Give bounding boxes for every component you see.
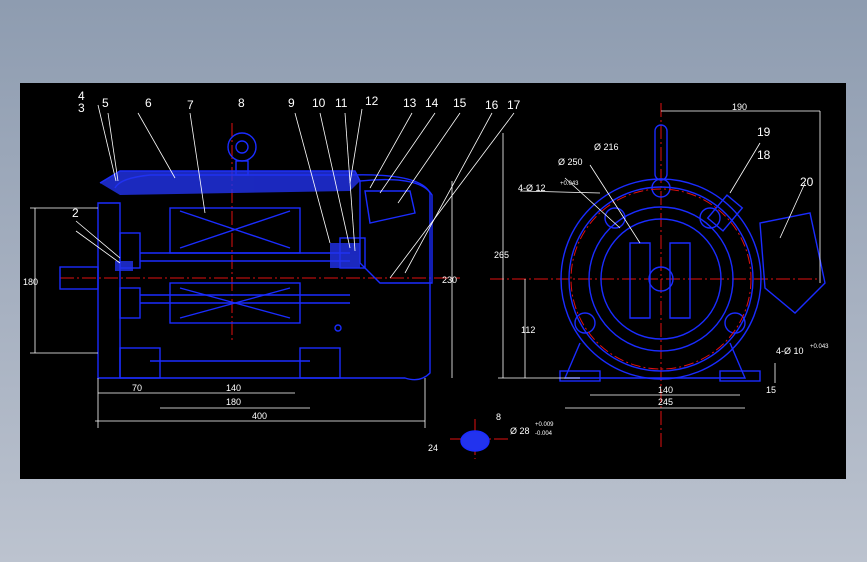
label-8: 8: [238, 96, 245, 110]
callout-d216: Ø 216: [594, 142, 619, 152]
label-7: 7: [187, 98, 194, 112]
dim-112: 112: [521, 325, 535, 335]
dim-140b: 140: [658, 385, 673, 395]
cad-drawing-area: 4 3 5 6 7 8 9 10 11 12 13 14 15 16 17 19…: [20, 83, 846, 479]
label-9: 9: [288, 96, 295, 110]
label-11: 11: [335, 96, 348, 110]
callout-holes-tol: +0.043: [560, 181, 579, 187]
end-view: [559, 124, 826, 382]
dim-70: 70: [132, 383, 142, 393]
callout-holes: 4-Ø 12: [518, 183, 546, 193]
dim-190: 190: [732, 102, 747, 112]
label-12: 12: [365, 94, 379, 108]
section-dia: Ø 28: [510, 426, 530, 436]
dimension-text: 180 70 140 180 400 230 265 112 190 140 2…: [23, 102, 829, 453]
dim-180: 180: [226, 397, 241, 407]
label-2: 2: [72, 206, 79, 220]
section-tol-up: +0.009: [535, 422, 554, 428]
label-14: 14: [425, 96, 439, 110]
bolt-circle: [570, 188, 752, 370]
label-4: 4: [78, 89, 85, 103]
motor-assembly-drawing: 4 3 5 6 7 8 9 10 11 12 13 14 15 16 17 19…: [23, 89, 829, 459]
callout-d250: Ø 250: [558, 157, 583, 167]
callout-d10-tol: +0.043: [810, 344, 829, 350]
part-labels: 4 3 5 6 7 8 9 10 11 12 13 14 15 16 17 19…: [72, 89, 814, 220]
label-15: 15: [453, 96, 467, 110]
terminal-box: [759, 212, 826, 314]
hatched-sections: [100, 171, 360, 271]
label-20: 20: [800, 175, 814, 189]
dim-15: 15: [766, 385, 776, 395]
dim-230: 230: [442, 275, 457, 285]
label-10: 10: [312, 96, 326, 110]
section-key: 8: [496, 412, 501, 422]
dim-245: 245: [658, 397, 673, 407]
label-18: 18: [757, 148, 771, 162]
label-6: 6: [145, 96, 152, 110]
side-view: [59, 132, 433, 381]
section-depth: 24: [428, 443, 438, 453]
dim-265: 265: [494, 250, 509, 260]
section-tol-dn: -0.004: [535, 431, 553, 437]
callout-d10: 4-Ø 10: [776, 346, 804, 356]
label-13: 13: [403, 96, 417, 110]
dimension-lines: [30, 104, 821, 428]
shaft-section: [460, 430, 490, 452]
dim-height: 180: [23, 277, 38, 287]
dim-400: 400: [252, 411, 267, 421]
label-3: 3: [78, 101, 85, 115]
dim-140: 140: [226, 383, 241, 393]
label-16: 16: [485, 98, 499, 112]
centerlines: [60, 103, 820, 459]
label-19: 19: [757, 125, 771, 139]
label-17: 17: [507, 98, 521, 112]
label-5: 5: [102, 96, 109, 110]
